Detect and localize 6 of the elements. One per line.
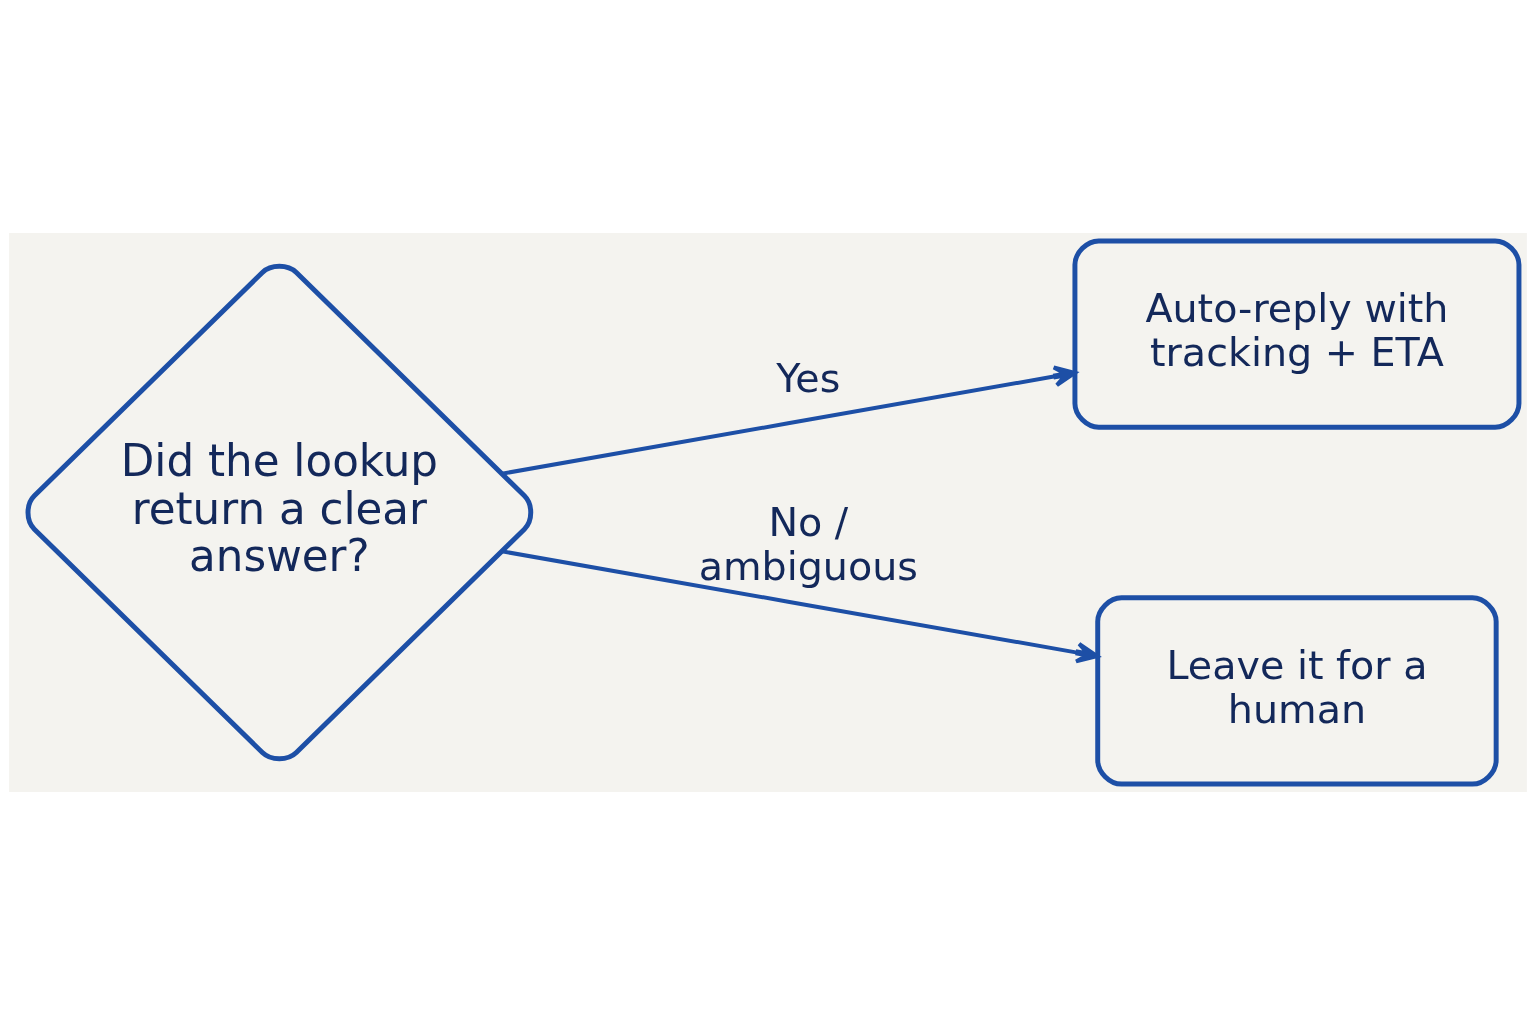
arrow (501, 548, 1100, 663)
edge-label: No / ambiguous (698, 498, 918, 589)
edge-label: Yes (776, 354, 841, 401)
node-box: Leave it for a human (1095, 594, 1499, 787)
node-box: Auto-reply with tracking + ETA (1072, 237, 1522, 430)
arrow (501, 365, 1077, 476)
